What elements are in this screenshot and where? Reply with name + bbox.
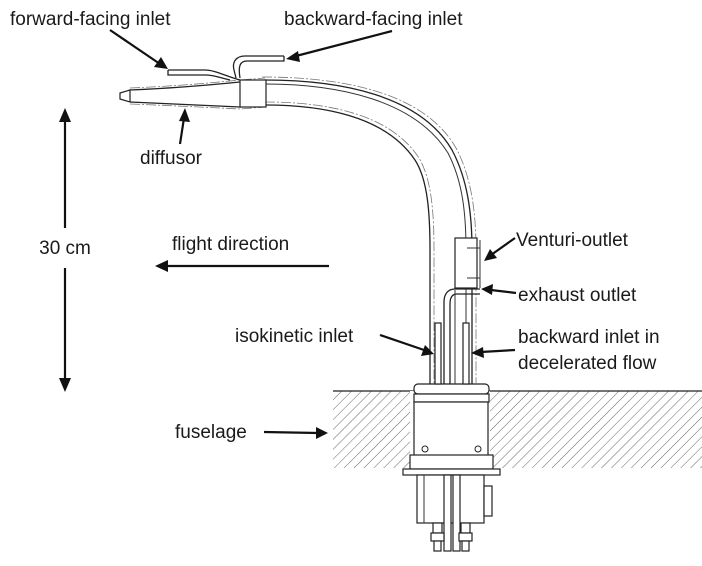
forward-facing-inlet-tube bbox=[167, 69, 241, 81]
diffusor-label: diffusor bbox=[140, 148, 203, 169]
exhaust-outlet-tube bbox=[443, 288, 480, 384]
arrow-icon bbox=[154, 57, 168, 69]
flight-direction-arrow: flight direction bbox=[155, 234, 329, 272]
arrow-icon bbox=[421, 345, 434, 356]
callout-backward-inlet-decelerated: backward inlet in decelerated flow bbox=[471, 327, 660, 374]
screw-icon bbox=[421, 445, 429, 453]
arrow-up-icon bbox=[59, 108, 71, 122]
arrow-icon bbox=[484, 249, 497, 261]
scale-arrow: 30 cm bbox=[39, 108, 91, 392]
callout-backward-facing-inlet: backward-facing inlet bbox=[284, 9, 463, 62]
callout-venturi-outlet: Venturi-outlet bbox=[484, 230, 629, 261]
forward-facing-inlet-label: forward-facing inlet bbox=[10, 9, 171, 30]
screw-icon bbox=[474, 445, 482, 453]
backward-facing-inlet-tube bbox=[232, 55, 285, 79]
fuselage-label: fuselage bbox=[175, 422, 247, 443]
callout-fuselage: fuselage bbox=[175, 422, 328, 443]
arrow-icon bbox=[471, 347, 484, 358]
arrow-icon bbox=[481, 284, 493, 295]
fuselage-block bbox=[333, 390, 702, 468]
mounting-base bbox=[402, 383, 501, 552]
callout-diffusor: diffusor bbox=[140, 108, 203, 169]
venturi-outlet-box bbox=[454, 237, 481, 289]
arrow-icon bbox=[286, 51, 300, 62]
main-tube bbox=[261, 76, 477, 384]
callout-isokinetic-inlet: isokinetic inlet bbox=[235, 326, 434, 356]
arrow-left-icon bbox=[155, 260, 168, 272]
backward-inlet-label-line1: backward inlet in bbox=[518, 327, 660, 348]
arrow-down-icon bbox=[59, 378, 71, 392]
callout-forward-facing-inlet: forward-facing inlet bbox=[10, 9, 171, 69]
diffusor-nose bbox=[119, 77, 267, 110]
backward-inlet-label-line2: decelerated flow bbox=[518, 353, 657, 374]
backward-facing-inlet-label: backward-facing inlet bbox=[284, 9, 463, 30]
exhaust-outlet-label: exhaust outlet bbox=[518, 285, 637, 306]
arrow-icon bbox=[316, 427, 328, 439]
scale-label: 30 cm bbox=[39, 238, 91, 259]
venturi-outlet-label: Venturi-outlet bbox=[516, 230, 629, 251]
callout-exhaust-outlet: exhaust outlet bbox=[481, 284, 637, 306]
flight-direction-label: flight direction bbox=[172, 234, 289, 255]
arrow-icon bbox=[179, 108, 190, 122]
isokinetic-inlet-label: isokinetic inlet bbox=[235, 326, 354, 347]
inner-vertical-tubes bbox=[434, 290, 470, 385]
